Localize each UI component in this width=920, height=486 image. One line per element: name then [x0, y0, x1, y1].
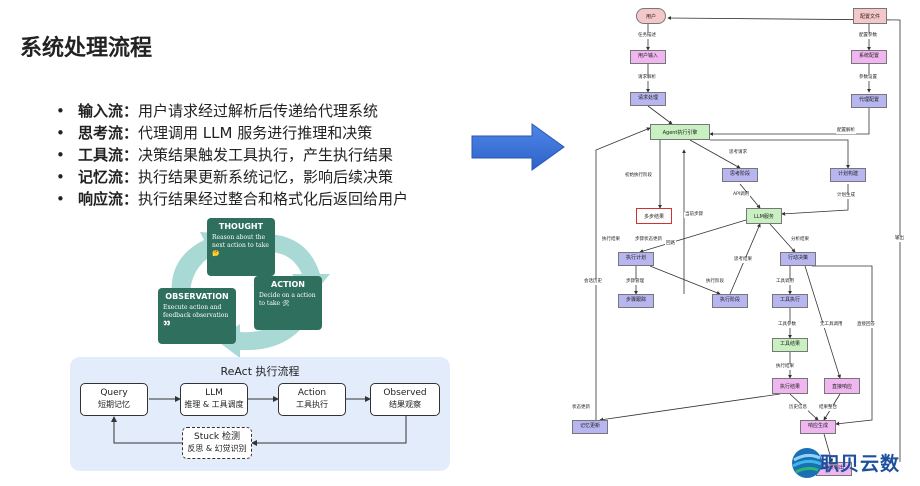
- flow-label: 历史信息: [788, 405, 808, 411]
- flow-node-action-decide: 行动决策: [780, 252, 816, 266]
- bullet-input: 输入流：用户请求经过解析后传递给代理系统: [56, 100, 408, 122]
- flow-node-resp-gen: 响应生成: [800, 420, 836, 434]
- flow-label: 配置参数: [858, 33, 878, 39]
- flow-label: 回路: [665, 241, 676, 247]
- flow-label: 请求解析: [637, 75, 657, 81]
- flow-node-step-result: 多步结果: [636, 208, 672, 224]
- brand-globe-icon: [792, 448, 822, 478]
- flow-label: 结果整合: [818, 405, 838, 411]
- bullet-think: 思考流：代理调用 LLM 服务进行推理和决策: [56, 122, 408, 144]
- flow-node-exec-stage: 执行阶段: [712, 294, 748, 308]
- flow-label: 执行结果: [601, 237, 621, 243]
- flow-label: 输出: [894, 236, 905, 242]
- flow-node-config-build: 计划构建: [830, 168, 866, 182]
- flow-label: 任务描述: [637, 33, 657, 39]
- bullet-response: 响应流：执行结果经过整合和格式化后返回给用户: [56, 188, 408, 210]
- bullet-tool: 工具流：决策结果触发工具执行，产生执行结果: [56, 144, 408, 166]
- right-arrow-icon: [471, 123, 565, 171]
- flow-node-memory-update: 记忆更新: [572, 420, 608, 434]
- flow-label: 无工具调用: [819, 322, 844, 328]
- thought-card: THOUGHT Reason about the next action to …: [207, 218, 275, 276]
- react-flow-connectors: [111, 396, 407, 446]
- flow-label: API调用: [732, 192, 751, 198]
- flow-label: 初始执行阶段: [624, 173, 653, 179]
- flow-node-exec-result: 执行结果: [772, 378, 808, 394]
- flow-label: 步骤状态更新: [634, 237, 663, 243]
- flow-label: 步骤管理: [625, 279, 645, 285]
- flow-node-tool-exec: 工具执行: [772, 294, 808, 308]
- thought-action-observation-cycle: THOUGHT Reason about the next action to …: [150, 212, 340, 360]
- flow-node-think: 思考阶段: [722, 168, 758, 182]
- brand-logo: 职贝云数: [790, 444, 915, 480]
- observation-card: OBSERVATION Execute action and feedback …: [158, 288, 236, 344]
- flow-label: 当前步骤: [684, 212, 704, 218]
- flow-node-llm-service: LLM服务: [746, 208, 782, 224]
- flow-node-llm-config: 代理配置: [851, 94, 887, 108]
- flow-node-step-track: 步骤跟踪: [618, 294, 654, 308]
- flow-node-config-file: 配置文件: [853, 8, 887, 24]
- flow-node-req-process: 请求处理: [630, 92, 666, 106]
- flow-label: 直接回答: [856, 322, 876, 328]
- bullet-memory: 记忆流：执行结果更新系统记忆，影响后续决策: [56, 166, 408, 188]
- react-flow-title: ReAct 执行流程: [220, 365, 300, 378]
- flow-node-agent: Agent执行引擎: [650, 124, 710, 140]
- flow-node-user: 用户: [636, 8, 666, 24]
- brand-name: 职贝云数: [820, 453, 901, 475]
- flow-label: 思考结果: [733, 257, 753, 263]
- flow-label: 状态更新: [571, 405, 591, 411]
- react-stuck-box: Stuck 检测反思 & 幻觉识别: [182, 427, 252, 459]
- flow-label: 会话历史: [583, 279, 603, 285]
- flow-label: 思考请求: [728, 150, 748, 156]
- page-title: 系统处理流程: [20, 36, 153, 61]
- flow-node-exec-plan: 执行计划: [618, 252, 654, 266]
- flow-label: 执行结果: [775, 364, 795, 370]
- flow-label: 参数设置: [858, 75, 878, 81]
- flow-label: 执行阶段: [705, 279, 725, 285]
- flow-node-sys-config: 系统配置: [851, 50, 887, 64]
- flow-label: 分析结果: [790, 237, 810, 243]
- flow-label: 工具调用: [775, 279, 795, 285]
- flow-label: 配置解析: [836, 128, 856, 134]
- flow-node-user-input: 用户输入: [630, 50, 666, 64]
- flow-label: 工具参数: [777, 322, 797, 328]
- action-card: ACTION Decide on a action to take 🛠: [254, 276, 322, 330]
- flow-bullet-list: 输入流：用户请求经过解析后传递给代理系统 思考流：代理调用 LLM 服务进行推理…: [56, 100, 408, 210]
- flow-node-direct-resp: 直接响应: [824, 378, 860, 394]
- flow-label: 计划生成: [836, 193, 856, 199]
- flow-node-tool-result: 工具结果: [772, 338, 808, 352]
